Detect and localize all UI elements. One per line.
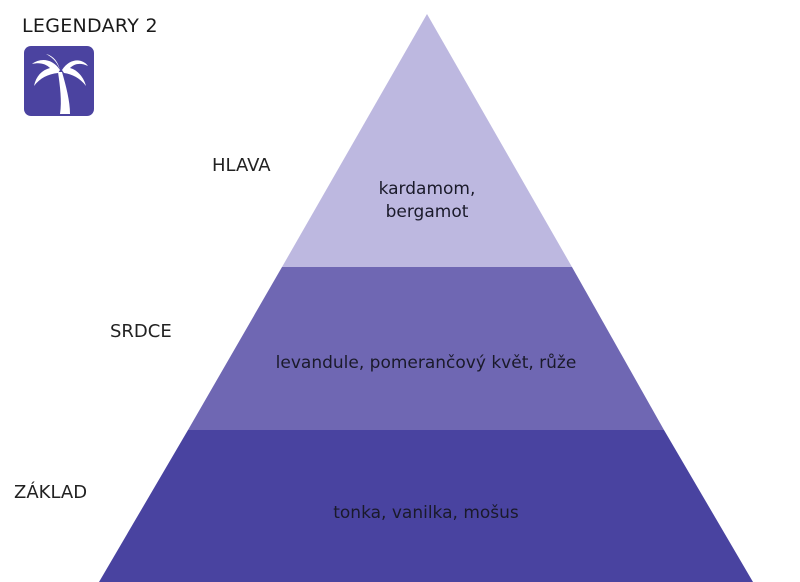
product-title: LEGENDARY 2 [22,15,158,37]
note-line: bergamot [385,202,469,222]
tier-notes-srdce: levandule, pomerančový květ, růže [226,352,626,375]
tier-base [99,430,753,582]
tier-notes-zaklad: tonka, vanilka, mošus [276,502,576,525]
note-line: tonka, vanilka, mošus [333,503,519,523]
tier-label-hlava: HLAVA [212,155,271,176]
tier-label-srdce: SRDCE [110,321,172,342]
tier-middle [188,267,664,430]
note-line: levandule, pomerančový květ, růže [275,353,577,373]
tier-top [282,14,572,267]
tier-label-zaklad: ZÁKLAD [14,482,88,503]
palm-tree-icon [24,46,94,116]
tier-notes-hlava: kardamom, bergamot [327,178,527,224]
note-line: kardamom, [378,179,476,199]
